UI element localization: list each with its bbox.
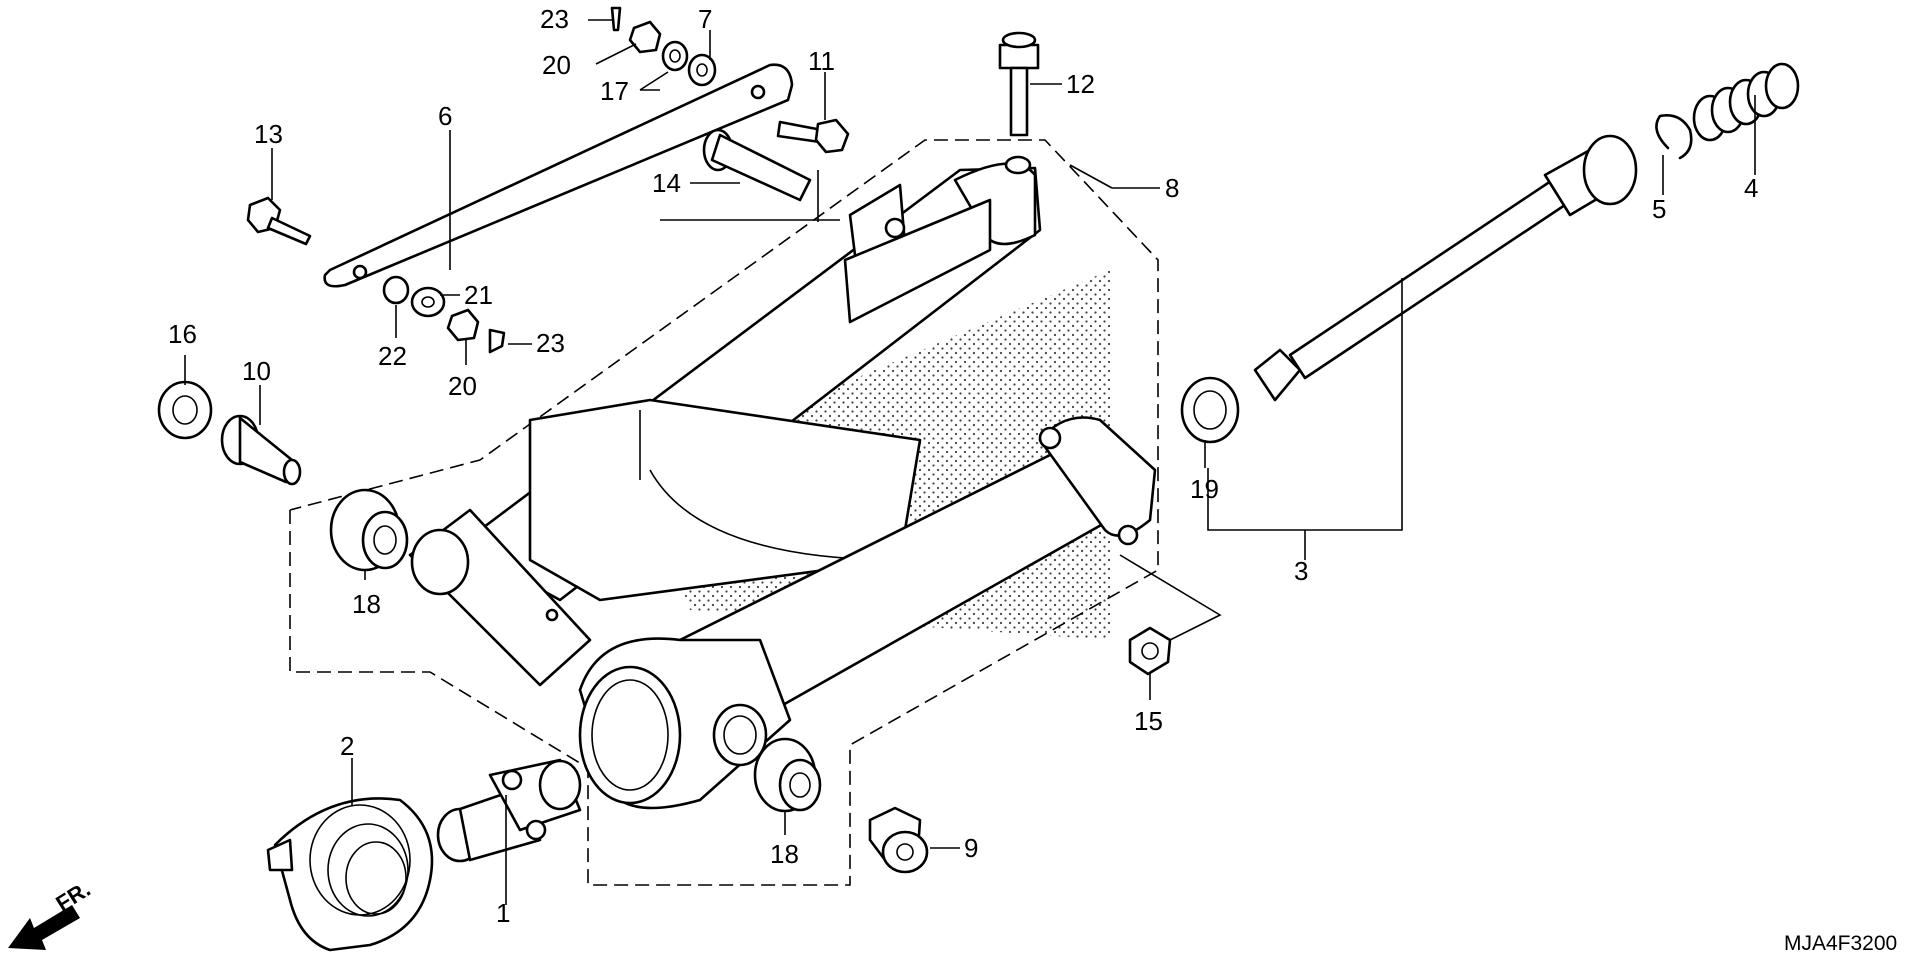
label-part-21: 21 [464, 280, 493, 310]
bolt-12 [998, 31, 1040, 137]
swingarm-body [408, 155, 1157, 810]
bolt-11 [776, 118, 850, 154]
label-part-11: 11 [808, 46, 835, 76]
label-part-10: 10 [242, 356, 271, 386]
part-labels: 1 2 3 4 5 6 7 8 9 10 11 12 13 14 15 16 1… [168, 4, 1758, 928]
label-part-12: 12 [1066, 69, 1095, 99]
front-arrow-icon [8, 905, 80, 950]
leader-lines [184, 19, 1756, 905]
bolt-13 [246, 196, 312, 246]
label-part-18b: 18 [770, 839, 799, 869]
label-part-23b: 23 [536, 328, 565, 358]
spring-4 [1692, 62, 1800, 142]
dust-boot-2 [266, 797, 434, 952]
snap-ring-5 [1655, 114, 1693, 160]
label-part-23a: 23 [540, 4, 569, 34]
label-part-7: 7 [698, 4, 712, 34]
label-part-17: 17 [600, 76, 629, 106]
label-part-5: 5 [1652, 194, 1666, 224]
adjusting-bolt-10 [220, 414, 302, 486]
top-hardware [610, 6, 717, 87]
label-part-13: 13 [254, 119, 283, 149]
group-brackets [1119, 278, 1403, 641]
torque-rod [323, 63, 794, 288]
bearing-18-right [753, 737, 822, 813]
label-part-15: 15 [1134, 706, 1163, 736]
label-part-19: 19 [1190, 474, 1219, 504]
label-part-18a: 18 [352, 589, 381, 619]
lock-nut-16 [157, 380, 213, 440]
label-part-16: 16 [168, 319, 197, 349]
flange-nut-15 [1128, 626, 1172, 676]
drain-plug-9 [868, 806, 929, 874]
swingarm-assembly-outline [289, 139, 1159, 886]
bearing-18-left [329, 488, 409, 572]
label-part-1: 1 [496, 898, 510, 928]
label-part-6: 6 [438, 101, 452, 131]
label-part-22: 22 [378, 341, 407, 371]
label-part-20a: 20 [542, 50, 571, 80]
universal-joint-1 [436, 758, 582, 863]
pivot-bolt-14 [702, 128, 812, 202]
label-part-20b: 20 [448, 371, 477, 401]
label-part-4: 4 [1744, 173, 1758, 203]
label-part-8: 8 [1165, 173, 1179, 203]
lower-hardware [382, 275, 506, 354]
front-indicator-label: FR. [51, 876, 94, 916]
drive-shaft-3 [1180, 134, 1638, 444]
label-part-9: 9 [964, 833, 978, 863]
diagram-code: MJA4F3200 [1784, 932, 1897, 955]
label-part-14: 14 [652, 168, 681, 198]
label-part-2: 2 [340, 731, 354, 761]
label-part-3: 3 [1294, 556, 1308, 586]
